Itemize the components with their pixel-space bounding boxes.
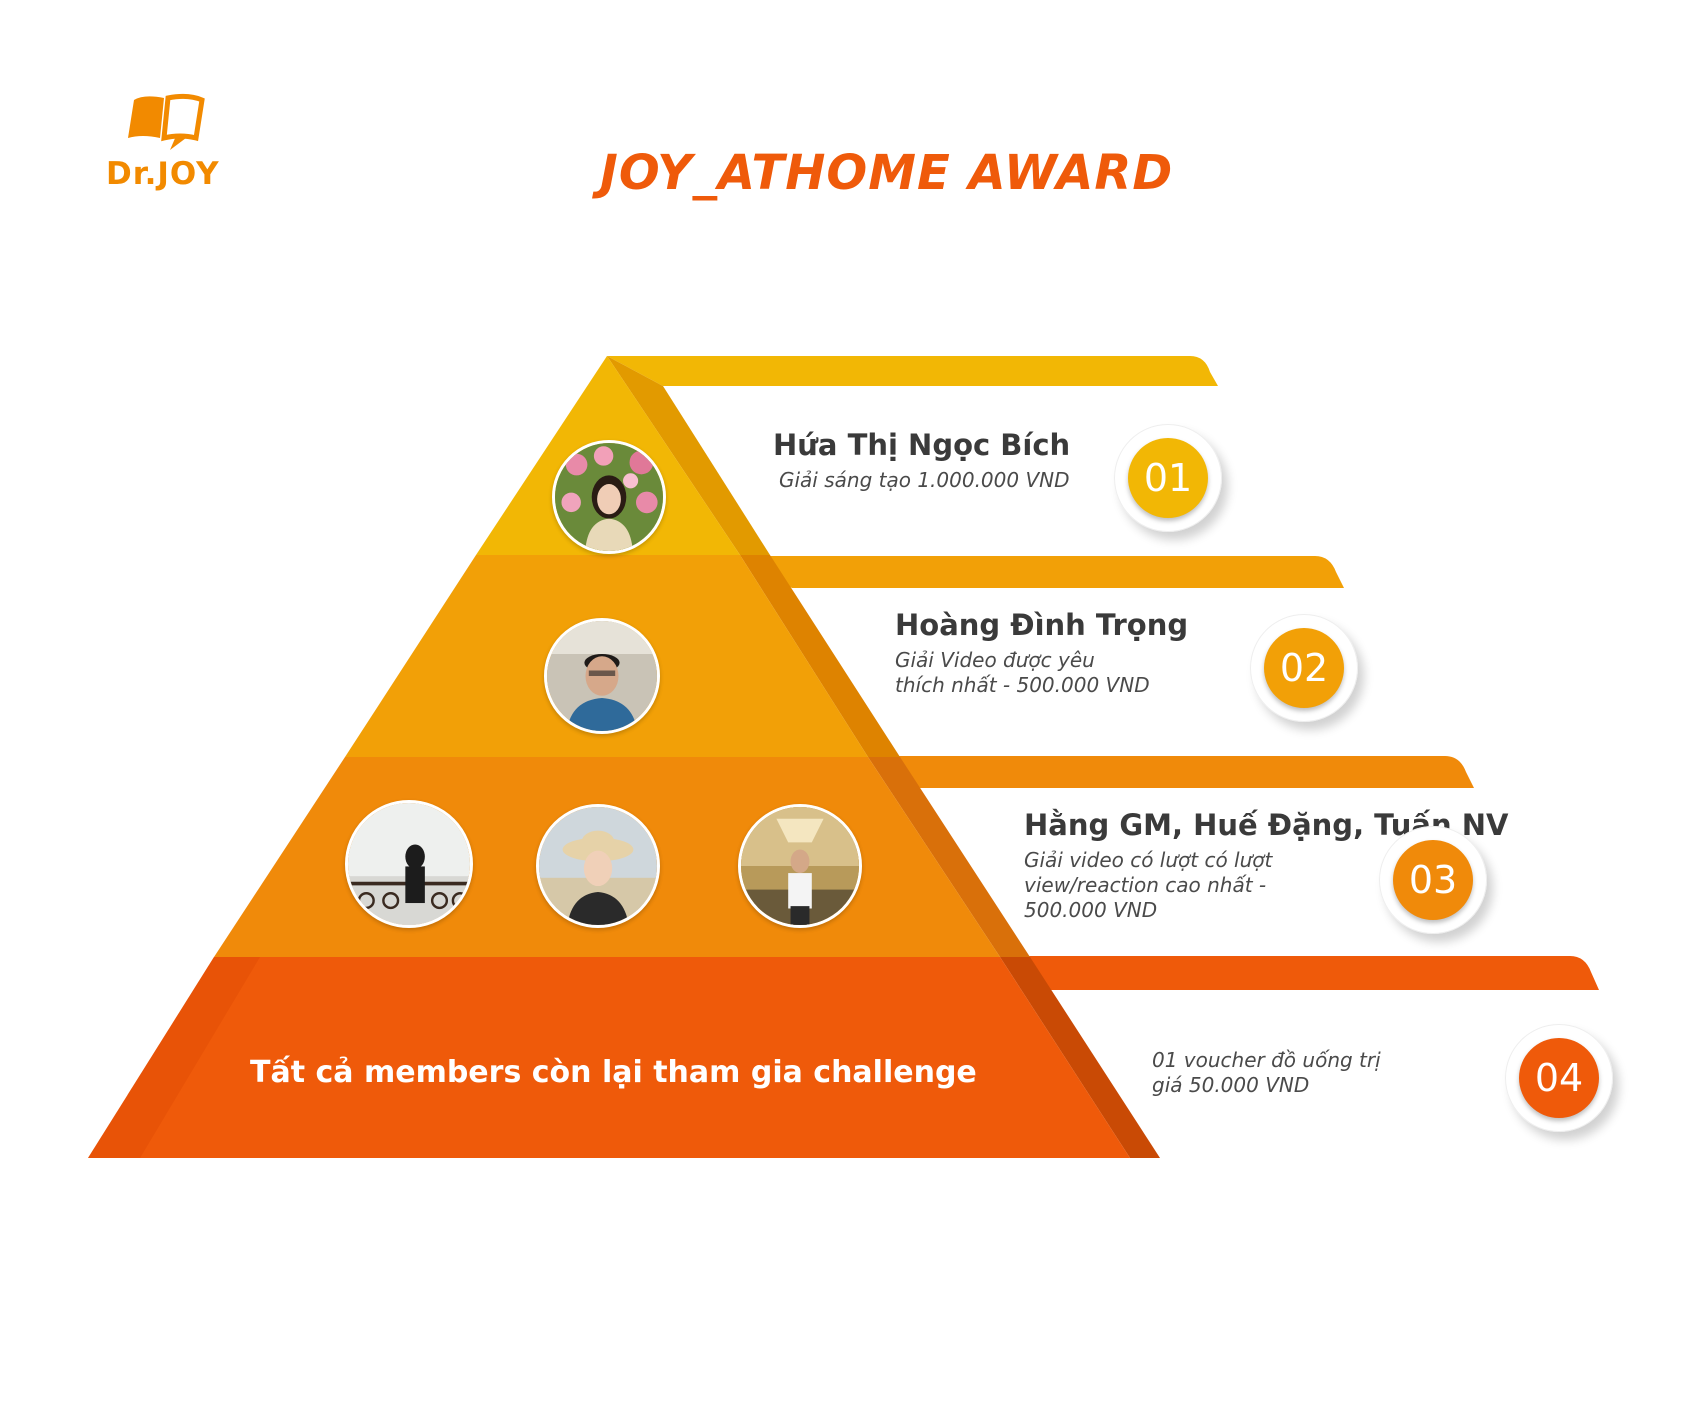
tier-1-rank: 01 (1128, 438, 1208, 518)
avatar-tier-3-a (345, 800, 473, 928)
page-title: JOY_ATHOME AWARD (600, 145, 1174, 201)
tier-2-facet (740, 555, 900, 757)
tier-4-badge: 04 (1505, 1024, 1613, 1132)
tier-4-ribbon (1000, 956, 1599, 990)
tier-1-name: Hứa Thị Ngọc Bích (773, 428, 1071, 462)
tier-4-rank: 04 (1519, 1038, 1599, 1118)
tier-4-band (88, 957, 1130, 1158)
tier-4-facet (1000, 957, 1160, 1158)
tier-3-facet (868, 757, 1030, 957)
tier-1-badge: 01 (1114, 424, 1222, 532)
tier-1-facet (607, 356, 770, 555)
avatar-tier-3-b (536, 804, 660, 928)
tier-2-ribbon (740, 556, 1344, 588)
avatar-tier-1 (552, 440, 666, 554)
tier-3-ribbon (868, 756, 1474, 788)
tier-2-rank: 02 (1264, 628, 1344, 708)
tier-1-desc: Giải sáng tạo 1.000.000 VND (779, 468, 1070, 492)
logo-text: Dr.JOY (106, 156, 220, 192)
dr-joy-logo: Dr.JOY (100, 92, 240, 202)
book-chat-icon (128, 93, 205, 150)
tier-4-base-text: Tất cả members còn lại tham gia challeng… (250, 1055, 977, 1090)
tier-2-desc: Giải Video được yêu thích nhất - 500.000… (895, 648, 1150, 697)
tier-3-badge: 03 (1379, 826, 1487, 934)
tier-3-rank: 03 (1393, 840, 1473, 920)
tier-1-ribbon (607, 356, 1218, 386)
tier-2-name: Hoàng Đình Trọng (895, 608, 1189, 642)
avatar-tier-3-c (738, 804, 862, 928)
tier-4-desc: 01 voucher đồ uống trị giá 50.000 VND (1152, 1048, 1381, 1097)
tier-3-desc: Giải video có lượt có lượt view/reaction… (1024, 848, 1273, 922)
tier-2-badge: 02 (1250, 614, 1358, 722)
avatar-tier-2 (544, 618, 660, 734)
